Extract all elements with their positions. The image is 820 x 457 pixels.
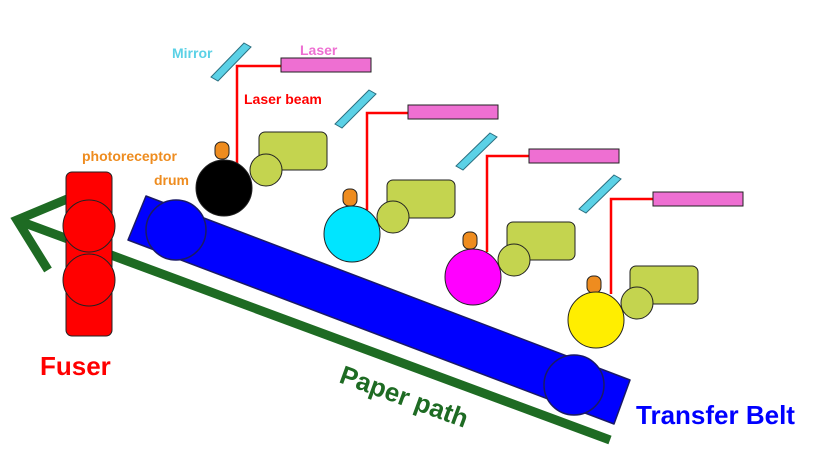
label-fuser: Fuser — [40, 351, 111, 381]
laser-beam — [365, 111, 408, 210]
charger-knob — [342, 188, 358, 207]
developer-roller — [376, 200, 410, 234]
charger-knob — [586, 275, 602, 294]
developer-roller — [249, 153, 283, 187]
transfer-belt — [127, 195, 631, 425]
imaging-station-magenta — [444, 132, 620, 306]
label-transfer-belt: Transfer Belt — [636, 400, 795, 430]
fuser — [62, 171, 116, 337]
photoreceptor-drum — [195, 159, 253, 217]
label-laser-beam: Laser beam — [244, 91, 322, 107]
photoreceptor-drum — [444, 248, 502, 306]
imaging-station-cyan — [323, 89, 499, 263]
mirror — [334, 89, 377, 129]
laser-beam — [609, 197, 653, 294]
laser-beam — [235, 64, 281, 182]
label-paper-path: Paper path — [336, 359, 473, 433]
laser-beam — [485, 154, 529, 252]
belt-roller-right — [543, 354, 605, 416]
belt-roller-left — [145, 199, 207, 261]
label-photoreceptor: photoreceptor — [82, 148, 177, 164]
imaging-station-yellow — [567, 174, 744, 349]
imaging-station-black — [195, 42, 372, 217]
laser — [528, 148, 620, 164]
developer-roller — [497, 243, 531, 277]
laser — [652, 191, 744, 207]
paper-path-arrow — [10, 192, 612, 445]
photoreceptor-drum — [323, 205, 381, 263]
fuser-roller-bottom — [62, 253, 116, 307]
label-photoreceptor-drum: drum — [154, 172, 189, 188]
charger-knob — [462, 231, 478, 250]
label-mirror: Mirror — [172, 45, 213, 61]
label-laser: Laser — [300, 42, 338, 58]
mirror — [578, 174, 622, 214]
laser — [407, 104, 499, 120]
mirror — [455, 132, 498, 171]
charger-knob — [214, 141, 230, 160]
laser — [280, 57, 372, 73]
fuser-roller-top — [62, 199, 116, 253]
photoreceptor-drum — [567, 291, 625, 349]
mirror — [210, 42, 252, 82]
developer-roller — [620, 286, 654, 320]
